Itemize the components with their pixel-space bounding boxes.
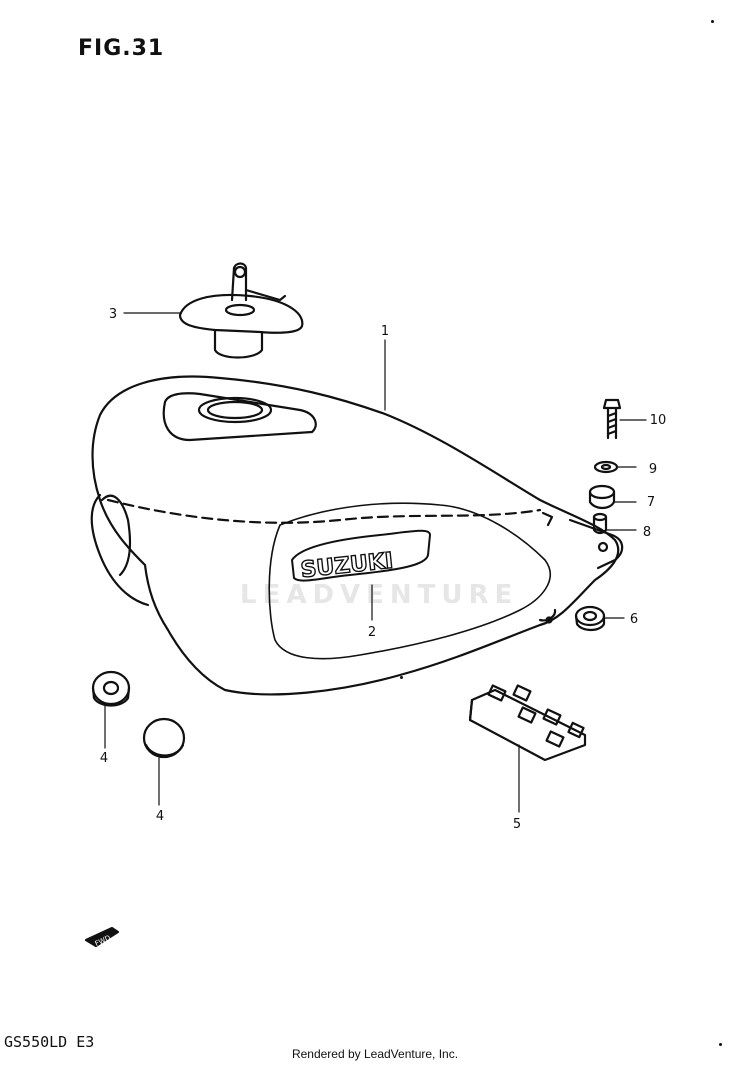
callout-2: 2	[368, 625, 376, 640]
watermark: LEADVENTURE	[240, 580, 519, 610]
callout-6: 6	[630, 612, 638, 627]
cushion-lower	[142, 717, 186, 759]
footer-credit: Rendered by LeadVenture, Inc.	[291, 1047, 459, 1061]
scan-mark	[719, 1043, 722, 1046]
washer	[593, 460, 619, 474]
callout-4-upper: 4	[100, 751, 108, 766]
callout-8: 8	[643, 525, 651, 540]
emblem-text: SUZUKI	[299, 549, 394, 584]
callout-9: 9	[649, 462, 657, 477]
rear-rubber-pad	[468, 684, 587, 762]
cushion-upper	[91, 670, 131, 707]
scan-mark	[711, 20, 714, 23]
scan-mark	[400, 676, 403, 679]
filler-recess	[162, 392, 317, 442]
tank-side-panel	[268, 502, 551, 660]
rear-cushion	[574, 605, 606, 632]
callout-1: 1	[381, 324, 389, 339]
fwd-arrow	[84, 926, 120, 948]
fuel-cap-lock	[178, 262, 304, 359]
model-code: GS550LD E3	[4, 1033, 95, 1051]
fuel-tank	[91, 375, 620, 696]
tank-emblem	[291, 529, 431, 582]
callout-4-lower: 4	[156, 809, 164, 824]
callout-3: 3	[109, 307, 117, 322]
callout-5: 5	[513, 817, 521, 832]
rear-bracket	[568, 518, 624, 570]
figure-title: FIG.31	[78, 36, 165, 61]
callout-7: 7	[647, 495, 655, 510]
bolt	[602, 398, 622, 440]
spacer-collar	[588, 484, 616, 510]
callout-10: 10	[650, 413, 667, 428]
